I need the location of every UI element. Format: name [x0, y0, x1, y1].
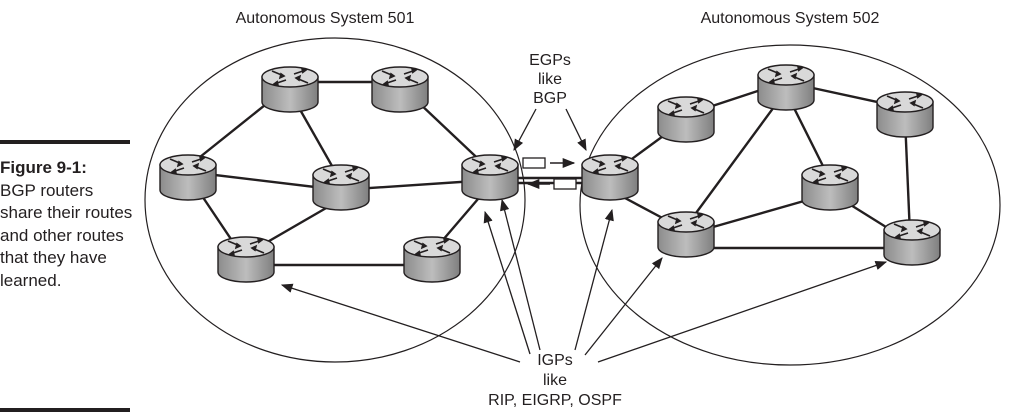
- packet-icon: [522, 157, 576, 169]
- figure-caption: Figure 9-1: BGP routers share their rout…: [0, 157, 135, 292]
- egp-label-line-1: EGPs: [529, 52, 571, 69]
- caption-bottom-rule: [0, 408, 130, 412]
- igp-label-line-2: like: [543, 372, 567, 389]
- router-icon: [403, 236, 461, 283]
- figure-caption-text: BGP routers share their routes and other…: [0, 180, 133, 290]
- caption-top-rule: [0, 140, 130, 144]
- as-502-label: Autonomous System 502: [701, 10, 880, 27]
- router-icon: [581, 154, 639, 201]
- router-icon: [757, 64, 815, 111]
- router-icon: [461, 154, 519, 201]
- figure-label: Figure 9-1:: [0, 158, 87, 177]
- as-501-boundary: [144, 37, 526, 363]
- egp-label: EGPs like BGP: [529, 52, 571, 107]
- egp-label-line-2: like: [538, 71, 562, 88]
- igp-label-line-1: IGPs: [537, 352, 573, 369]
- router-icon: [217, 236, 275, 283]
- egp-pointer-arrows: [513, 108, 587, 152]
- egp-label-line-3: BGP: [533, 90, 567, 107]
- router-icon: [657, 96, 715, 143]
- as-501-label: Autonomous System 501: [236, 10, 415, 27]
- igp-pointer-arrows: [280, 198, 888, 363]
- router-icon: [801, 164, 859, 211]
- igp-label: IGPs like RIP, EIGRP, OSPF: [488, 352, 622, 409]
- packet-icon: [526, 178, 577, 190]
- router-icon: [261, 66, 319, 113]
- router-icon: [312, 164, 370, 211]
- router-icon: [883, 219, 941, 266]
- router-icon: [657, 211, 715, 258]
- router-icon: [371, 66, 429, 113]
- router-icon: [159, 154, 217, 201]
- router-icon: [876, 91, 934, 138]
- igp-label-line-3: RIP, EIGRP, OSPF: [488, 392, 622, 409]
- as-502-boundary: [579, 44, 1001, 366]
- as-502-links: [609, 80, 912, 250]
